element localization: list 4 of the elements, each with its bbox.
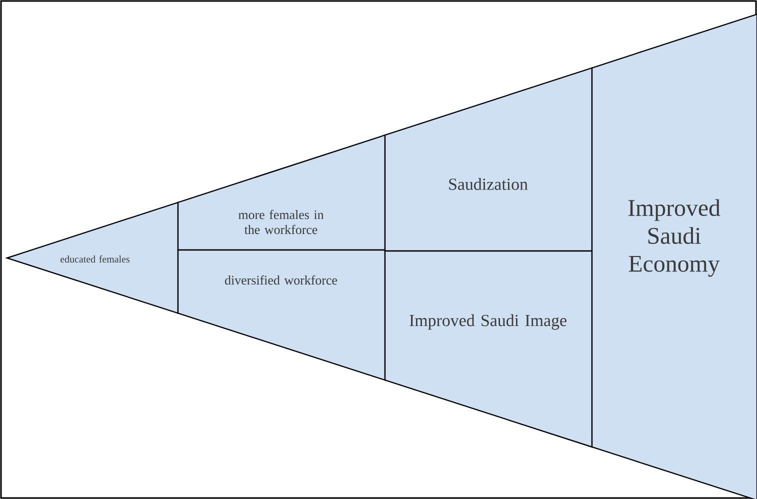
segment: Improved Saudi Image (384, 250, 593, 448)
segment: Saudization (384, 67, 593, 252)
segment: more females in the workforce (177, 134, 386, 251)
segment: diversified workforce (177, 249, 386, 381)
